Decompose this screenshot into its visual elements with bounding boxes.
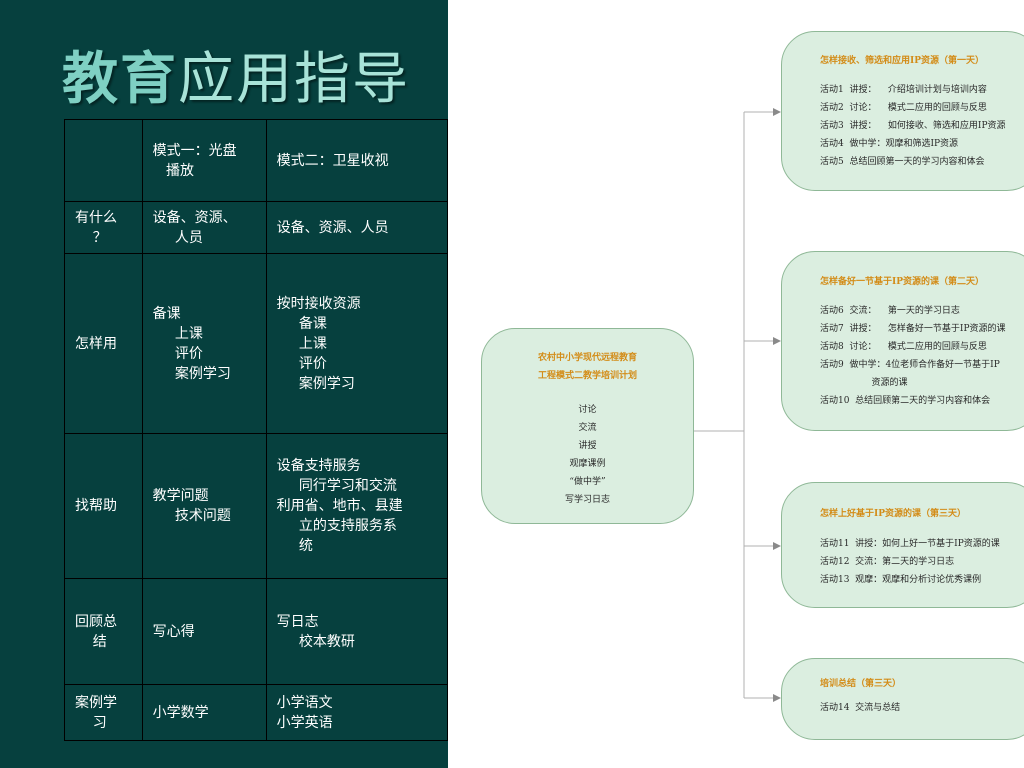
center-item: 观摩课例 — [569, 459, 606, 469]
table-header-cell — [64, 119, 143, 202]
mindmap-center-node: 农村中小学现代远程教育 工程模式二教学培训计划 讨论 交流 讲授 观摩课例 “做… — [481, 328, 694, 524]
branch-title: 怎样上好基于IP资源的课（第三天） — [820, 509, 966, 519]
branch-activities: 活动11 讲授：如何上好一节基于IP资源的课 活动12 交流：第二天的学习日志 … — [820, 539, 1000, 585]
table-cell: 写心得 — [141, 578, 267, 685]
table-cell: 设备、资源、 人员 — [141, 201, 267, 254]
slide-title: 教育应用指导 — [62, 34, 410, 115]
arrow-head-icon — [773, 694, 781, 702]
row-label: 案例学 习 — [64, 684, 143, 741]
center-item: 讨论 — [578, 405, 597, 415]
mindmap-branch-day3: 怎样上好基于IP资源的课（第三天） 活动11 讲授：如何上好一节基于IP资源的课… — [781, 482, 1024, 608]
center-item: “做中学” — [569, 477, 606, 487]
branch-title: 怎样备好一节基于IP资源的课（第二天） — [820, 277, 984, 287]
center-item: 交流 — [578, 423, 597, 433]
guide-table: 模式一：光盘 播放 模式二：卫星收视 有什么 ？ 设备、资源、 人员 设备、资源… — [64, 119, 448, 741]
mindmap-branch-summary: 培训总结（第三天） 活动14 交流与总结 — [781, 658, 1024, 740]
branch-activities: 活动14 交流与总结 — [820, 703, 901, 713]
branch-title: 怎样接收、筛选和应用IP资源（第一天） — [820, 56, 984, 66]
table-cell: 小学语文 小学英语 — [265, 684, 448, 741]
row-label: 有什么 ？ — [64, 201, 143, 254]
arrow-head-icon — [773, 337, 781, 345]
table-cell: 写日志 校本教研 — [265, 578, 448, 685]
left-panel: 教育应用指导 模式一：光盘 播放 模式二：卫星收视 有什么 ？ 设备、资源、 人… — [0, 0, 448, 768]
table-header-cell: 模式一：光盘 播放 — [141, 119, 267, 202]
table-row: 回顾总 结 写心得 写日志 校本教研 — [64, 578, 448, 685]
center-node-title: 农村中小学现代远程教育 工程模式二教学培训计划 — [537, 353, 637, 381]
center-item: 讲授 — [578, 441, 597, 451]
table-row: 怎样用 备课 上课 评价 案例学习 按时接收资源 备课 上课 评价 案例学习 — [64, 253, 448, 434]
table-row: 案例学 习 小学数学 小学语文 小学英语 — [64, 684, 448, 741]
arrow-head-icon — [773, 542, 781, 550]
table-header-cell: 模式二：卫星收视 — [265, 119, 448, 202]
mindmap-branch-day2: 怎样备好一节基于IP资源的课（第二天） 活动6 交流： 第一天的学习日志 活动7… — [781, 251, 1024, 431]
title-part-1: 教育 — [62, 47, 178, 112]
branch-activities: 活动1 讲授： 介绍培训计划与培训内容 活动2 讨论： 模式二应用的回顾与反思 … — [820, 85, 1006, 167]
table-header-row: 模式一：光盘 播放 模式二：卫星收视 — [64, 119, 448, 202]
mindmap-panel: 农村中小学现代远程教育 工程模式二教学培训计划 讨论 交流 讲授 观摩课例 “做… — [448, 0, 1024, 768]
branch-title: 培训总结（第三天） — [820, 679, 902, 689]
table-cell: 教学问题 技术问题 — [141, 433, 267, 579]
arrow-head-icon — [773, 108, 781, 116]
row-label: 回顾总 结 — [64, 578, 143, 685]
table-cell: 按时接收资源 备课 上课 评价 案例学习 — [265, 253, 448, 434]
center-node-items: 讨论 交流 讲授 观摩课例 “做中学” 写学习日志 — [482, 401, 693, 509]
row-label: 怎样用 — [64, 253, 143, 434]
title-part-2: 应用指导 — [178, 47, 410, 112]
table-cell: 设备支持服务 同行学习和交流 利用省、地市、县建 立的支持服务系 统 — [265, 433, 448, 579]
branch-activities: 活动6 交流： 第一天的学习日志 活动7 讲授： 怎样备好一节基于IP资源的课 … — [820, 306, 1006, 406]
table-cell: 小学数学 — [141, 684, 267, 741]
mindmap-connectors — [694, 108, 781, 702]
table-row: 找帮助 教学问题 技术问题 设备支持服务 同行学习和交流 利用省、地市、县建 立… — [64, 433, 448, 579]
center-item: 写学习日志 — [564, 495, 610, 505]
table-row: 有什么 ？ 设备、资源、 人员 设备、资源、人员 — [64, 201, 448, 254]
row-label: 找帮助 — [64, 433, 143, 579]
table-cell: 设备、资源、人员 — [265, 201, 448, 254]
mindmap-branch-day1: 怎样接收、筛选和应用IP资源（第一天） 活动1 讲授： 介绍培训计划与培训内容 … — [781, 31, 1024, 191]
table-cell: 备课 上课 评价 案例学习 — [141, 253, 267, 434]
